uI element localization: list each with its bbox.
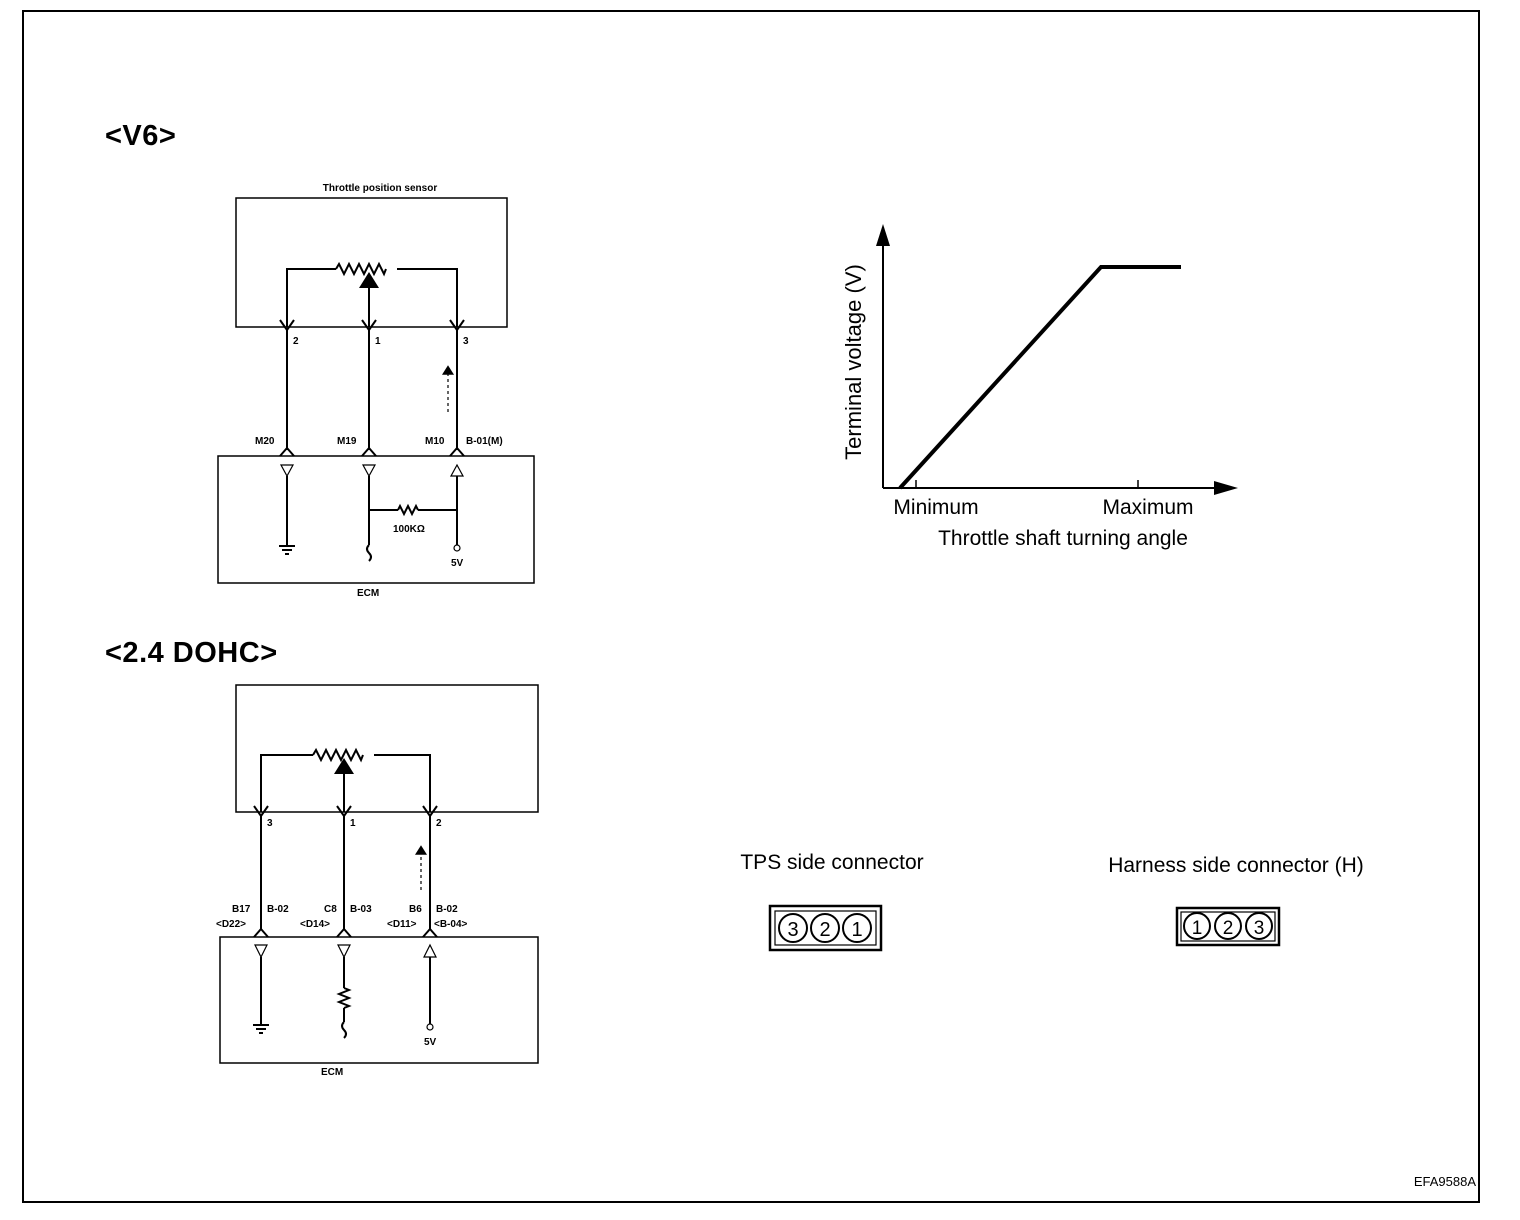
v6-5v-terminal [453,544,461,552]
v6-rail-right [397,268,458,327]
dohc-ecm-output [423,943,437,958]
v6-ecm-label: ECM [357,588,379,599]
graph-x-arrowhead [1214,481,1238,495]
dohc-ecm-input-left [254,944,268,959]
v6-section-title: <V6> [105,120,177,152]
harness-pin-3-label: 3 [1254,918,1265,939]
v6-ecm-caret-m10 [449,446,465,457]
graph-voltage-curve [898,265,1181,490]
v6-ecm-terminal-m19: M19 [337,436,357,447]
dohc-pulldown-resistor [336,987,352,1009]
tps-characteristic-graph: Terminal voltage (V) Minimum Maximum Thr… [841,224,1238,550]
v6-ecm-box [217,455,535,584]
graph-y-label: Terminal voltage (V) [841,264,866,460]
tps-pin-2 [810,913,840,943]
graph-x-label: Throttle shaft turning angle [938,527,1188,550]
dohc-pin-label-3: 3 [267,818,273,829]
dohc-5v-terminal [426,1023,434,1031]
dohc-ecm-caret-b17 [253,927,269,938]
v6-sensor-box [235,197,508,328]
harness-side-connector: Harness side connector (H) 1 2 3 [1108,854,1364,947]
harness-pin-1-label: 1 [1192,918,1203,939]
v6-ecm-terminal-m20: M20 [255,436,275,447]
dohc-ecm-terminal-b17: B17 [232,904,251,915]
dohc-pin-label-2: 2 [436,818,442,829]
dohc-ecm-input-mid [337,944,351,959]
tps-connector-label: TPS side connector [740,851,923,874]
tps-pin-1 [842,913,872,943]
v6-rail-left [286,268,336,327]
tps-connector-shell [768,904,883,952]
v6-ecm-terminal-m10: M10 [425,436,445,447]
v6-connector-id: B-01(M) [466,436,503,447]
dohc-sensor-resistor [312,747,364,763]
harness-pin-2 [1214,912,1242,940]
harness-pin-3 [1245,912,1273,940]
dohc-pin-label-1: 1 [350,818,356,829]
graph-y-arrowhead [876,224,890,246]
harness-pin-2-label: 2 [1223,918,1234,939]
v6-ecm-caret-m19 [361,446,377,457]
v6-sensor-resistor [335,261,387,277]
tps-pin-1-label: 1 [851,919,862,941]
tps-pin-2-label: 2 [819,919,830,941]
dohc-connector-id-1: B-02 [267,904,289,915]
dohc-alt-code-3: <D11> [387,919,417,930]
dohc-ecm-terminal-b6: B6 [409,904,422,915]
dohc-ecm-caret-b6 [422,927,438,938]
dohc-signal-icon [341,1021,347,1039]
dohc-connector-id-2: B-03 [350,904,372,915]
harness-pin-1 [1183,912,1211,940]
v6-ecm-input-left [279,464,295,478]
v6-ecm-caret-m20 [279,446,295,457]
v6-ecm-input-mid [361,464,377,478]
page-frame [22,10,1480,1203]
tps-pin-3 [778,913,808,943]
dohc-ecm-box [219,936,539,1064]
v6-pullup-resistor [397,503,419,517]
graph-x-tick-maximum: Maximum [1102,496,1193,519]
dohc-ecm-caret-c8 [336,927,352,938]
dohc-section-title: <2.4 DOHC> [105,637,278,669]
dohc-alt-code-1: <D22> [216,919,246,930]
dohc-ecm-label: ECM [321,1067,343,1078]
dohc-connector-id-3: B-02 [436,904,458,915]
dohc-sensor-box [235,684,539,813]
v6-pin-label-1: 1 [375,336,381,347]
dohc-alt-connector: <B-04> [434,919,468,930]
dohc-rail-right [374,754,431,812]
harness-connector-shell [1175,906,1281,947]
v6-ecm-output [449,463,465,477]
v6-resistor-value: 100KΩ [393,524,425,535]
v6-signal-icon [366,544,372,562]
dohc-circuit [219,684,539,1064]
harness-connector-label: Harness side connector (H) [1108,854,1364,877]
v6-pin-label-2: 2 [293,336,299,347]
document-code: EFA9588A [1414,1174,1476,1189]
v6-circuit [217,197,535,584]
tps-pin-3-label: 3 [787,919,798,941]
v6-sensor-label: Throttle position sensor [323,183,438,194]
tps-side-connector: TPS side connector 3 2 1 [740,851,924,952]
dohc-rail-left [260,754,313,812]
graph-x-tick-minimum: Minimum [893,496,978,519]
v6-pin-label-3: 3 [463,336,469,347]
dohc-ecm-terminal-c8: C8 [324,904,337,915]
v6-supply-label: 5V [451,558,464,569]
dohc-supply-label: 5V [424,1037,437,1048]
dohc-alt-code-2: <D14> [300,919,330,930]
